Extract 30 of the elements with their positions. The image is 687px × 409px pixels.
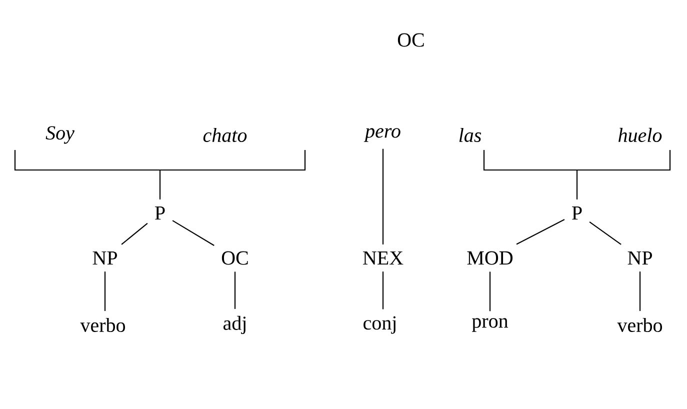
category-label: MOD — [467, 251, 513, 265]
word: pero — [364, 128, 400, 142]
tree-branch — [589, 222, 622, 245]
tree-branch — [121, 222, 148, 245]
word-class-label: adj — [224, 316, 246, 334]
word: Soy — [46, 126, 74, 144]
category-label: NP — [628, 251, 652, 265]
category-label: OC — [222, 251, 248, 265]
tree-branch — [382, 148, 384, 244]
word: chato — [203, 128, 247, 142]
tree-branch — [104, 272, 106, 311]
tree-branch — [489, 272, 491, 312]
tree-branch — [516, 219, 565, 245]
word-class-label: verbo — [617, 318, 662, 332]
word-class-label: conj — [364, 316, 396, 334]
title: OC — [398, 33, 424, 47]
tree-branch — [576, 170, 578, 200]
category-label: P — [572, 206, 582, 220]
word: huelo — [618, 128, 662, 142]
word: las — [459, 128, 482, 142]
word-class-label: verbo — [80, 318, 125, 332]
tree-branch — [159, 170, 161, 200]
tree-branch — [172, 220, 214, 246]
category-label: NEX — [363, 251, 404, 265]
category-label: NP — [92, 251, 117, 265]
word-class-label: pron — [472, 318, 508, 332]
tree-branch — [382, 272, 384, 310]
tree-branch — [639, 272, 641, 311]
tree-branch — [234, 272, 236, 309]
category-label: P — [155, 206, 165, 220]
